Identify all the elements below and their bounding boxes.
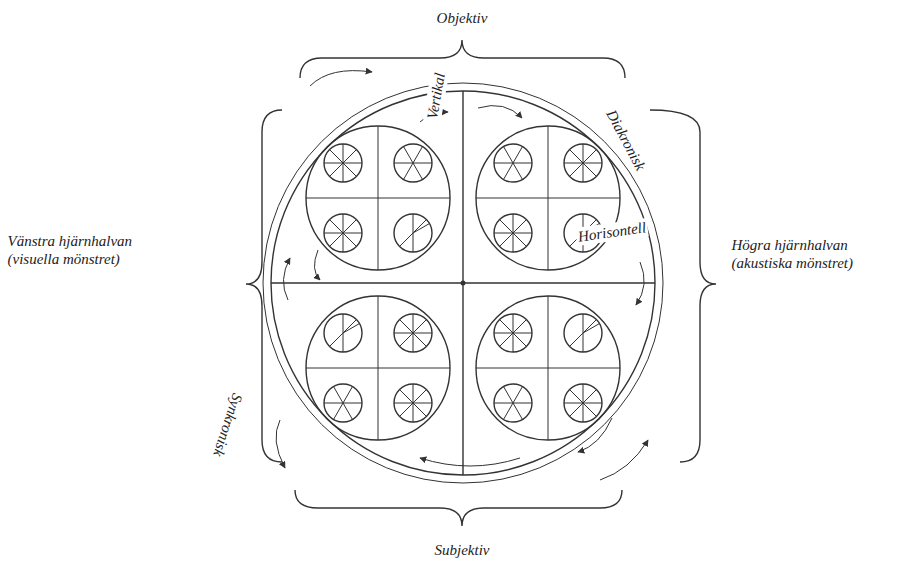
side-label: Vänstra hjärnhalvan (visuella mönstret) — [6, 232, 175, 268]
axis-label: Horisontell — [575, 218, 649, 246]
curly-bracket — [246, 40, 716, 526]
axis-label: Synkronisk — [209, 389, 248, 460]
axis-label: Diakronisk — [602, 105, 651, 175]
axis-label: Vertikal — [423, 69, 450, 122]
spoked-wheel — [324, 144, 602, 422]
side-label: Högra hjärnhalvan (akustiska mönstret) — [730, 236, 899, 272]
sub-circles — [306, 126, 620, 440]
main-circle — [263, 83, 663, 483]
axis-label: Subjektiv — [433, 541, 492, 559]
flow-arrow — [276, 71, 648, 480]
axis-label: Objektiv — [435, 9, 490, 27]
